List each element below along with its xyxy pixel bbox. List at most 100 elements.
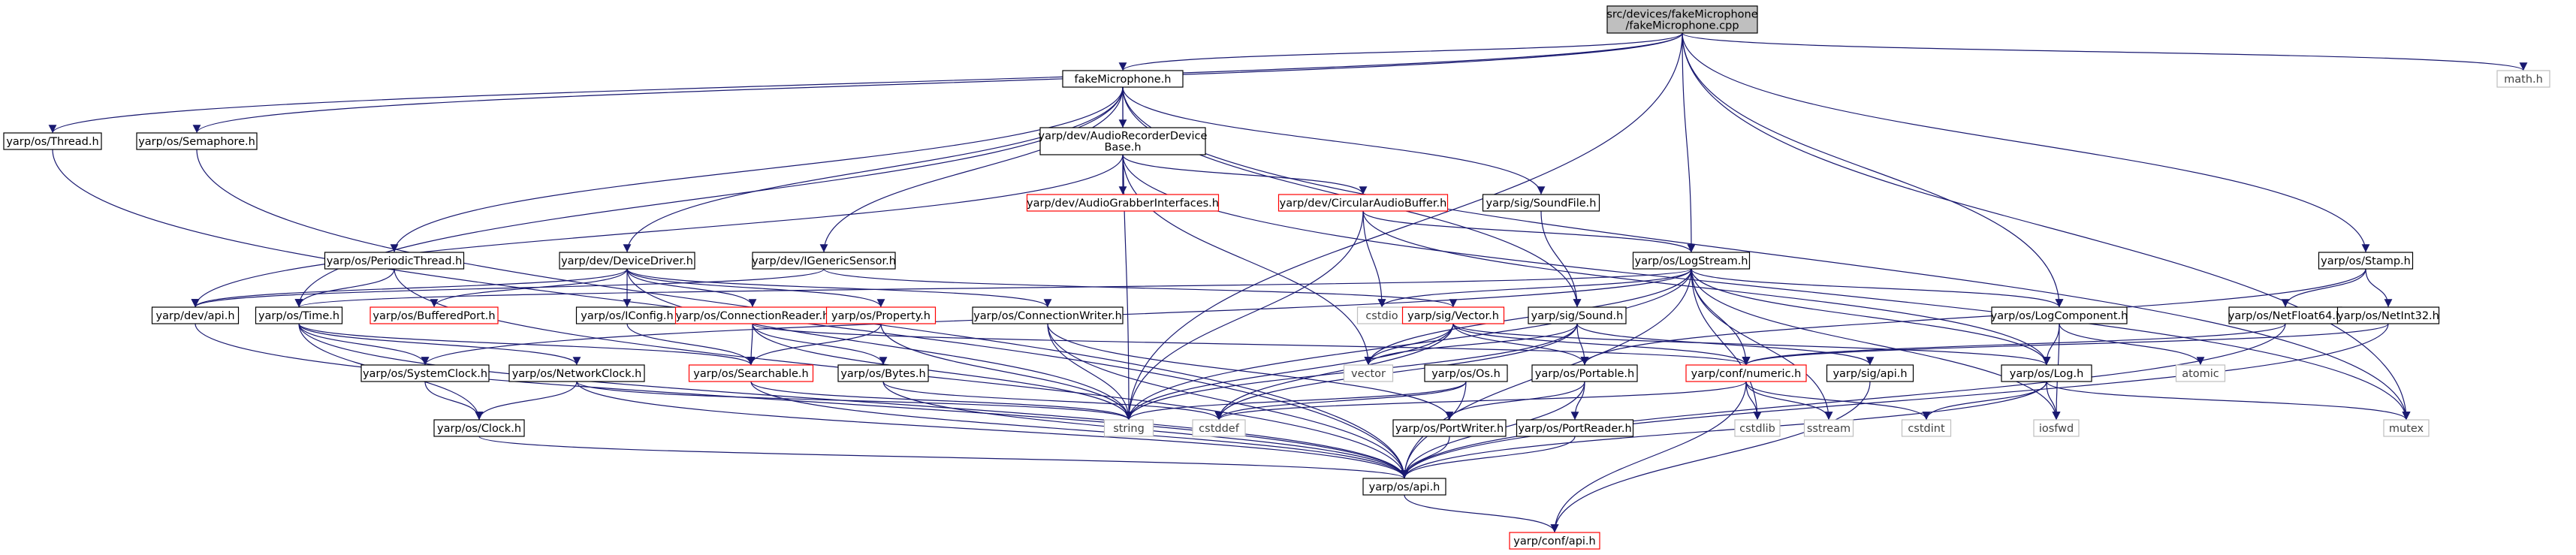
node-soundfile-h[interactable]: yarp/sig/SoundFile.h: [1482, 194, 1600, 212]
node-label: /fakeMicrophone.cpp: [1625, 20, 1739, 32]
node-thread-h[interactable]: yarp/os/Thread.h: [3, 132, 102, 150]
edge-root-to-math_h: [1682, 32, 2527, 71]
edge-fakemic_h-to-periodic_h: [390, 86, 1124, 253]
edge-netfloat_h-to-numeric_h: [1742, 323, 2286, 366]
node-clock-h[interactable]: yarp/os/Clock.h: [433, 419, 525, 437]
node-os-h[interactable]: yarp/os/Os.h: [1424, 364, 1508, 382]
node-box: [1531, 364, 1638, 382]
node-devapi-h[interactable]: yarp/dev/api.h: [151, 306, 240, 324]
edge-logstream_h-to-logcomp_h: [1691, 268, 2064, 308]
node-label: yarp/sig/Vector.h: [1407, 310, 1499, 322]
node-connwriter-h[interactable]: yarp/os/ConnectionWriter.h: [972, 306, 1124, 324]
node-iosfwd[interactable]: iosfwd: [2033, 419, 2080, 437]
node-box: [1528, 306, 1627, 324]
node-vector-h[interactable]: yarp/sig/Vector.h: [1401, 306, 1505, 324]
node-label: yarp/os/Portable.h: [1535, 368, 1634, 380]
edge-portable_h-to-portreader_h: [1570, 381, 1585, 421]
node-label: yarp/dev/api.h: [155, 310, 234, 322]
node-logcomp-h[interactable]: yarp/os/LogComponent.h: [1991, 306, 2128, 324]
node-label: atomic: [2182, 368, 2219, 380]
node-log-h[interactable]: yarp/os/Log.h: [2001, 364, 2092, 382]
node-label: string: [1113, 423, 1145, 435]
node-label: mutex: [2389, 423, 2424, 435]
node-cstdio[interactable]: cstdio: [1356, 306, 1407, 324]
node-bytes-h[interactable]: yarp/os/Bytes.h: [837, 364, 929, 382]
node-stamp-h[interactable]: yarp/os/Stamp.h: [2318, 252, 2414, 270]
edge-logstream_h-to-time_h: [295, 268, 1692, 308]
node-netclock-h[interactable]: yarp/os/NetworkClock.h: [508, 364, 645, 382]
edge-root-to-thread_h: [48, 32, 1683, 134]
node-box: [825, 306, 937, 324]
node-label: cstdlib: [1739, 423, 1775, 435]
node-sigapi-h[interactable]: yarp/sig/api.h: [1826, 364, 1914, 382]
node-label: yarp/os/IConfig.h: [581, 310, 673, 322]
node-netint-h[interactable]: yarp/os/NetInt32.h: [2336, 306, 2440, 324]
node-audiograb-h[interactable]: yarp/dev/AudioGrabberInterfaces.h: [1026, 194, 1220, 212]
node-sysclock-h[interactable]: yarp/os/SystemClock.h: [360, 364, 490, 382]
node-string[interactable]: string: [1103, 419, 1154, 437]
node-portwriter-h[interactable]: yarp/os/PortWriter.h: [1392, 419, 1507, 437]
node-time-h[interactable]: yarp/os/Time.h: [255, 306, 343, 324]
node-logstream-h[interactable]: yarp/os/LogStream.h: [1632, 252, 1751, 270]
node-atomic[interactable]: atomic: [2175, 364, 2226, 382]
node-box: [1401, 306, 1505, 324]
node-confapi-h[interactable]: yarp/conf/api.h: [1509, 532, 1600, 550]
node-box: [1482, 194, 1600, 212]
node-vector[interactable]: vector: [1343, 364, 1394, 382]
node-root[interactable]: src/devices/fakeMicrophone/fakeMicrophon…: [1606, 5, 1758, 34]
node-netfloat-h[interactable]: yarp/os/NetFloat64.h: [2228, 306, 2342, 324]
edge-vector_h-to-numeric_h: [1452, 323, 1751, 366]
node-semaphore-h[interactable]: yarp/os/Semaphore.h: [136, 132, 258, 150]
edge-property_h-to-searchable_h: [747, 323, 882, 366]
node-circbuf-h[interactable]: yarp/dev/CircularAudioBuffer.h: [1277, 194, 1449, 212]
node-label: yarp/dev/AudioGrabberInterfaces.h: [1027, 198, 1219, 210]
node-numeric-h[interactable]: yarp/conf/numeric.h: [1685, 364, 1807, 382]
node-portreader-h[interactable]: yarp/os/PortReader.h: [1516, 419, 1634, 437]
node-igeneric-h[interactable]: yarp/dev/IGenericSensor.h: [752, 252, 896, 270]
edge-vector_h-to-cstddef: [1214, 323, 1454, 421]
edge-logstream_h-to-numeric_h: [1691, 268, 1751, 366]
node-label: yarp/conf/api.h: [1513, 535, 1595, 547]
node-connreader-h[interactable]: yarp/os/ConnectionReader.h: [674, 306, 831, 324]
node-cstdint[interactable]: cstdint: [1901, 419, 1952, 437]
node-math-h[interactable]: math.h: [2496, 70, 2550, 88]
edge-os_h-to-cstddef: [1214, 381, 1467, 421]
edge-vector_h-to-string: [1124, 323, 1454, 421]
node-sstream[interactable]: sstream: [1803, 419, 1854, 437]
edge-clock_h-to-osapi_h: [478, 436, 1408, 479]
node-iconfig-h[interactable]: yarp/os/IConfig.h: [575, 306, 679, 324]
edge-igeneric_h-to-vector_h: [823, 268, 1458, 308]
node-box: [508, 364, 645, 382]
node-property-h[interactable]: yarp/os/Property.h: [825, 306, 937, 324]
edge-fakemic_h-to-devdriver_h: [623, 86, 1124, 253]
edge-sigapi_h-to-confapi_h: [1550, 381, 1871, 533]
node-label: yarp/os/BufferedPort.h: [373, 310, 495, 322]
node-label: yarp/sig/SoundFile.h: [1486, 198, 1597, 210]
edge-property_h-to-string: [880, 323, 1133, 421]
node-osapi-h[interactable]: yarp/os/api.h: [1362, 478, 1446, 496]
node-portable-h[interactable]: yarp/os/Portable.h: [1531, 364, 1638, 382]
edge-connwriter_h-to-osapi_h: [1047, 323, 1409, 479]
node-mutex[interactable]: mutex: [2383, 419, 2430, 437]
edge-root-to-mutex: [1682, 32, 2411, 421]
node-cstddef[interactable]: cstddef: [1192, 419, 1246, 437]
node-searchable-h[interactable]: yarp/os/Searchable.h: [688, 364, 814, 382]
node-box: [1392, 419, 1507, 437]
edge-root-to-logcomp_h: [1682, 32, 2064, 308]
node-bufport-h[interactable]: yarp/os/BufferedPort.h: [370, 306, 499, 324]
node-label: yarp/os/api.h: [1369, 481, 1440, 493]
node-periodic-h[interactable]: yarp/os/PeriodicThread.h: [324, 252, 465, 270]
edge-numeric_h-to-cstdlib: [1745, 381, 1762, 421]
node-box: [255, 306, 343, 324]
edge-root-to-stamp_h: [1682, 32, 2370, 253]
edge-log_h-to-mutex: [2046, 381, 2411, 421]
node-label: yarp/os/Log.h: [2010, 368, 2084, 380]
node-sound-h[interactable]: yarp/sig/Sound.h: [1528, 306, 1627, 324]
node-devdriver-h[interactable]: yarp/dev/DeviceDriver.h: [559, 252, 695, 270]
edge-vector_h-to-vector: [1364, 323, 1454, 366]
edge-time_h-to-searchable_h: [298, 323, 756, 366]
node-fakemic-h[interactable]: fakeMicrophone.h: [1062, 70, 1184, 88]
node-cstdlib[interactable]: cstdlib: [1734, 419, 1781, 437]
